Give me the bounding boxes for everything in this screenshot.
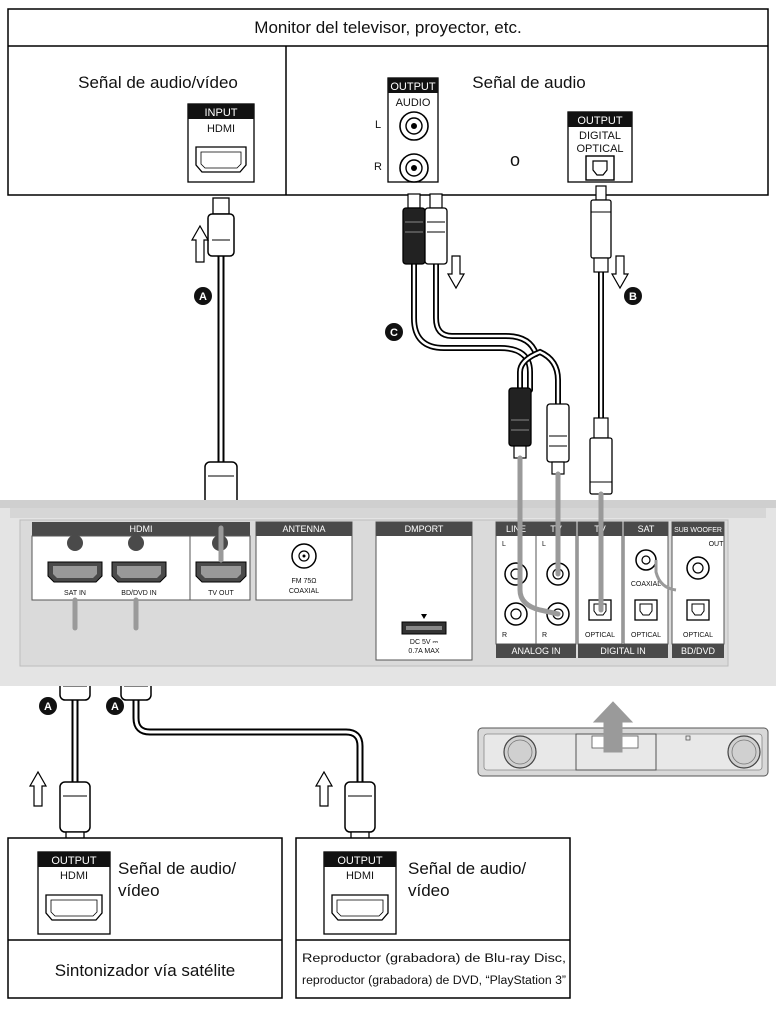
rca-jack-icon bbox=[504, 562, 528, 586]
cable-badges: A B C A A bbox=[39, 287, 642, 715]
output-tag-2: OUTPUT bbox=[577, 115, 623, 127]
coaxial-label-2: COAXIAL bbox=[631, 581, 661, 588]
arrow-down-icon bbox=[446, 255, 466, 290]
tv-audio-label: Señal de audio bbox=[472, 73, 585, 92]
sat-device-name: Sintonizador vía satélite bbox=[55, 961, 236, 980]
r-label: R bbox=[542, 632, 547, 639]
tv-optical-output-jack: OUTPUT DIGITAL OPTICAL bbox=[567, 111, 633, 183]
digital-in-label: DIGITAL IN bbox=[600, 646, 646, 656]
optical-plug-panel bbox=[589, 417, 613, 495]
audio-text: AUDIO bbox=[396, 97, 431, 109]
hdmi-plug-tv bbox=[207, 197, 235, 257]
bd-caption-1: Reproductor (grabadora) de Blu-ray Disc, bbox=[302, 953, 566, 965]
sat-in-label: SAT IN bbox=[64, 590, 86, 597]
badge-a: A bbox=[111, 701, 119, 713]
optical-label-b: OPTICAL bbox=[631, 632, 661, 639]
bd-caption-2: reproductor (grabadora) de DVD, “PlaySta… bbox=[302, 975, 566, 987]
arrow-down-icon bbox=[610, 255, 630, 290]
badge-a: A bbox=[199, 291, 207, 303]
input-tag: INPUT bbox=[205, 107, 238, 119]
analog-in-label: ANALOG IN bbox=[511, 646, 560, 656]
sat-label: SAT bbox=[638, 524, 655, 534]
arrow-up-icon bbox=[592, 701, 634, 753]
badge-b: B bbox=[629, 291, 637, 303]
soundbar-unit bbox=[477, 701, 769, 777]
bd-output-tag: OUTPUT bbox=[337, 855, 383, 867]
optical-plug-tv bbox=[590, 185, 612, 273]
optical-port-icon bbox=[686, 599, 710, 621]
optical-port-icon bbox=[634, 599, 658, 621]
panel-analog-in: LINE TV L L R R ANALOG IN bbox=[495, 521, 577, 658]
hdmi-port-icon bbox=[195, 146, 247, 173]
speaker-icon bbox=[503, 735, 537, 769]
cable-overlays bbox=[72, 455, 604, 631]
optical-port-icon bbox=[585, 155, 615, 181]
badge-c: C bbox=[390, 327, 398, 339]
sat-hdmi-text: HDMI bbox=[60, 870, 88, 882]
bd-dvd-label: BD/DVD bbox=[681, 646, 716, 656]
bd-hdmi-text: HDMI bbox=[346, 870, 374, 882]
optical-text: OPTICAL bbox=[576, 143, 623, 155]
tv-av-label: Señal de audio/vídeo bbox=[78, 73, 238, 92]
right-text: R bbox=[374, 161, 382, 173]
arrow-up-icon bbox=[314, 770, 334, 807]
or-text: o bbox=[510, 150, 520, 170]
sat-hdmi-output-jack: OUTPUT HDMI bbox=[37, 851, 111, 935]
hdmi-port-icon bbox=[331, 894, 389, 921]
panel-dmport: DMPORT DC 5V ⎓ 0.7A MAX bbox=[375, 521, 473, 661]
sat-output-tag: OUTPUT bbox=[51, 855, 97, 867]
cables bbox=[71, 251, 604, 786]
tv-box: Monitor del televisor, proyector, etc. S… bbox=[7, 8, 769, 196]
output-tag: OUTPUT bbox=[390, 81, 436, 93]
tv-title: Monitor del televisor, proyector, etc. bbox=[254, 18, 521, 37]
dmport-label: DMPORT bbox=[405, 524, 444, 534]
rca-plugs-tv bbox=[402, 193, 448, 265]
sat-signal-1: Señal de audio/ bbox=[118, 859, 236, 878]
signal-arrows bbox=[28, 224, 630, 807]
arrow-up-icon bbox=[28, 770, 48, 807]
rca-jack-icon bbox=[504, 602, 528, 626]
max-label: 0.7A MAX bbox=[408, 648, 439, 655]
panel-digital-in: TV SAT COAXIAL OPTICAL OPTICAL DIGITAL I… bbox=[577, 521, 669, 658]
tv-analog-output-jacks: OUTPUT AUDIO L R bbox=[374, 77, 439, 183]
dc-label: DC 5V ⎓ bbox=[410, 639, 439, 646]
bd-dvd-in-label: BD/DVD IN bbox=[121, 590, 156, 597]
arrow-up-icon bbox=[190, 224, 210, 263]
antenna-label: ANTENNA bbox=[282, 524, 325, 534]
sub-label: SUB WOOFER bbox=[674, 527, 722, 534]
optical-label-a: OPTICAL bbox=[585, 632, 615, 639]
rear-panel: HDMI SAT IN BD/DVD IN TV OUT ANTENNA FM bbox=[0, 500, 776, 686]
l-label: L bbox=[502, 541, 506, 548]
tv-out-label: TV OUT bbox=[208, 590, 234, 597]
r-label: R bbox=[502, 632, 507, 639]
coaxial-label: COAXIAL bbox=[289, 588, 319, 595]
badge-a: A bbox=[44, 701, 52, 713]
sat-box: OUTPUT HDMI Señal de audio/ vídeo Sinton… bbox=[7, 837, 283, 999]
panel-antenna: ANTENNA FM 75Ω COAXIAL bbox=[255, 521, 353, 601]
tv-hdmi-input-jack: INPUT HDMI bbox=[187, 103, 255, 183]
panel-hdmi-group: HDMI SAT IN BD/DVD IN TV OUT bbox=[31, 522, 251, 601]
panel-subwoofer: SUB WOOFER OUT OPTICAL BD/DVD bbox=[671, 521, 725, 658]
left-text: L bbox=[375, 119, 381, 131]
bd-hdmi-output-jack: OUTPUT HDMI bbox=[323, 851, 397, 935]
line-label: LINE bbox=[506, 524, 526, 534]
hdmi-port-icon bbox=[45, 894, 103, 921]
bd-signal-1: Señal de audio/ bbox=[408, 859, 526, 878]
digital-text: DIGITAL bbox=[579, 130, 621, 142]
bd-box: OUTPUT HDMI Señal de audio/ vídeo Reprod… bbox=[295, 837, 571, 999]
speaker-icon bbox=[727, 735, 761, 769]
sat-signal-2: vídeo bbox=[118, 881, 160, 900]
hdmi-group-label: HDMI bbox=[130, 524, 153, 534]
l-label: L bbox=[542, 541, 546, 548]
fm-label: FM 75Ω bbox=[291, 578, 316, 585]
bd-signal-2: vídeo bbox=[408, 881, 450, 900]
optical-label-c: OPTICAL bbox=[683, 632, 713, 639]
rca-jack-icon bbox=[686, 556, 710, 580]
tv-hdmi-text: HDMI bbox=[207, 123, 235, 135]
coaxial-jack-icon bbox=[635, 549, 657, 571]
out-label: OUT bbox=[709, 541, 725, 548]
